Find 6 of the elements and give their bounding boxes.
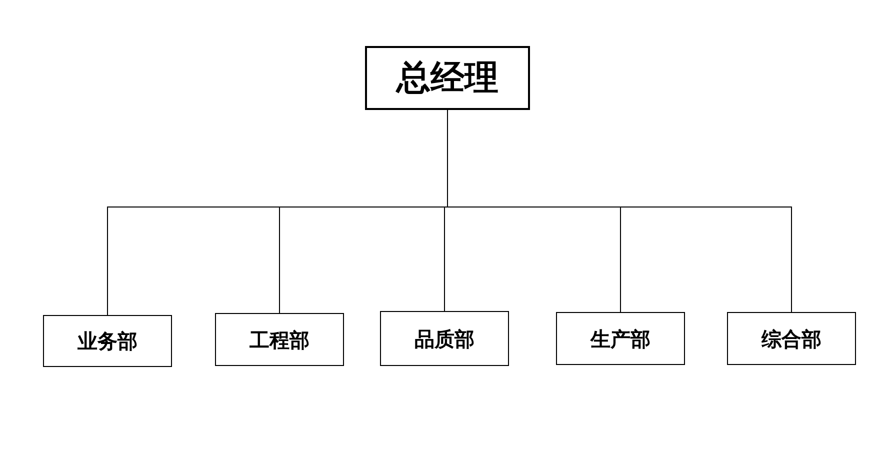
department-box: 品质部 [380, 311, 509, 366]
manager-box: 总经理 [365, 46, 530, 110]
department-box: 生产部 [556, 312, 685, 365]
department-box: 业务部 [43, 315, 172, 367]
department-box: 综合部 [727, 312, 856, 365]
department-box: 工程部 [215, 313, 344, 366]
